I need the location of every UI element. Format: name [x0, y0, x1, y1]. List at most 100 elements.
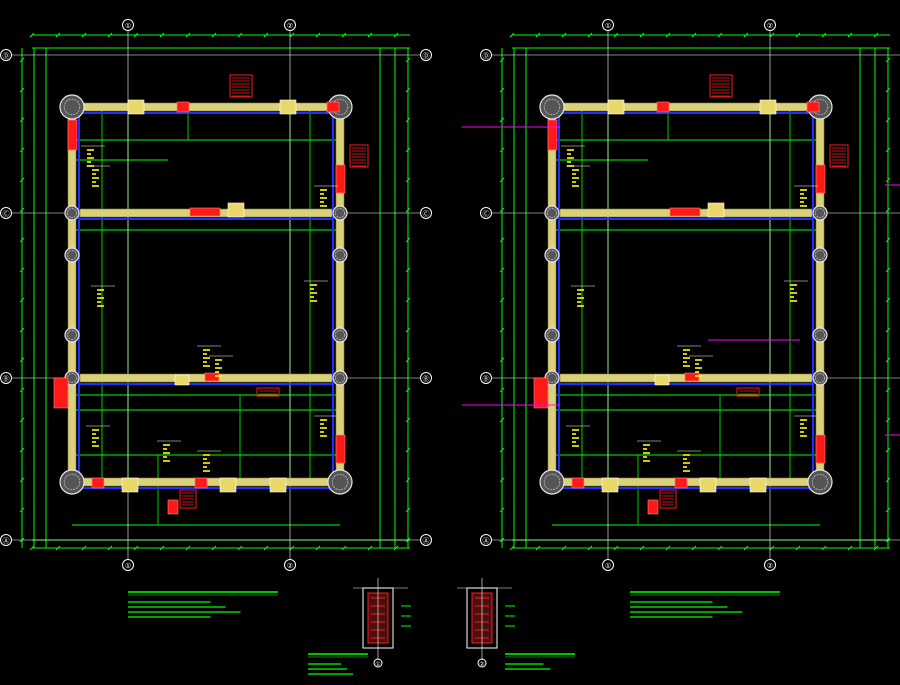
corner-column-0 [539, 94, 565, 120]
dimension-tick [499, 207, 505, 213]
red-element-1 [533, 377, 549, 409]
dimension-tick [405, 477, 411, 483]
red-element-8 [91, 477, 105, 489]
grid-bubble-left-2-label: Ⓑ [3, 375, 10, 383]
grid-bubble-bottom-2-icon [764, 559, 776, 571]
red-element-3 [335, 434, 346, 464]
wall-column-6-inner [815, 330, 825, 340]
dimension-tick [499, 447, 505, 453]
dimension-tick [29, 545, 35, 551]
dimension-tick [499, 267, 505, 273]
red-element-10 [167, 499, 179, 515]
dimension-tick [19, 387, 25, 393]
dimension-tick [613, 545, 619, 551]
dimension-tick [885, 477, 891, 483]
dimension-tick [237, 545, 243, 551]
dimension-tick [885, 237, 891, 243]
wall-vertical [547, 106, 557, 483]
grid-bubble-top-2-label: ② [287, 22, 293, 30]
grid-bubble-left-1-icon [0, 207, 12, 219]
dimension-tick [639, 545, 645, 551]
dimension-tick [587, 545, 593, 551]
dimension-tick [19, 297, 25, 303]
dimension-tick [405, 237, 411, 243]
dimension-tick [885, 297, 891, 303]
dimension-tick [393, 545, 399, 551]
grid-bubble-left-1-icon [480, 207, 492, 219]
wall-column-1-inner [67, 250, 77, 260]
corner-column-2-inner [63, 473, 81, 491]
dimension-tick [29, 32, 35, 38]
dimension-tick [769, 32, 775, 38]
dimension-tick [535, 32, 541, 38]
yellow-block-1 [279, 99, 297, 115]
dimension-tick [393, 32, 399, 38]
dimension-tick [499, 507, 505, 513]
wall-column-4-inner [335, 208, 345, 218]
wall-column-5-inner [815, 250, 825, 260]
dimension-tick [885, 327, 891, 333]
yellow-block-4 [121, 477, 139, 493]
dimension-tick [499, 57, 505, 63]
dimension-tick [499, 327, 505, 333]
dimension-tick [873, 545, 879, 551]
dimension-tick [263, 545, 269, 551]
grid-bubble-left-0-icon [0, 49, 12, 61]
detail-a-bubble-icon [373, 658, 383, 668]
dimension-tick [405, 267, 411, 273]
grid-bubble-right-3-label: Ⓐ [423, 537, 430, 545]
yellow-block-5 [219, 477, 237, 493]
corner-column-3 [327, 469, 353, 495]
yellow-block-2 [707, 202, 725, 218]
dimension-tick [159, 32, 165, 38]
dimension-tick [341, 32, 347, 38]
grid-bubble-right-1-icon [420, 207, 432, 219]
dimension-tick [509, 32, 515, 38]
dimension-tick [885, 117, 891, 123]
red-tag-2 [179, 489, 197, 509]
dimension-tick [405, 417, 411, 423]
dimension-tick [691, 32, 697, 38]
yellow-block-2 [227, 202, 245, 218]
red-element-5 [806, 101, 820, 113]
grid-bubble-bottom-2-label: ② [767, 562, 773, 570]
red-element-2 [815, 164, 826, 194]
red-element-0 [67, 119, 78, 151]
grid-bubble-left-1-label: Ⓒ [3, 210, 10, 218]
detail-b-bubble-icon [477, 658, 487, 668]
dimension-tick [795, 545, 801, 551]
dimension-tick [237, 32, 243, 38]
red-element-0 [547, 119, 558, 151]
corner-column-2 [59, 469, 85, 495]
yellow-block-1 [759, 99, 777, 115]
dimension-tick [55, 545, 61, 551]
grid-bubble-top-2-icon [284, 19, 296, 31]
red-element-6 [669, 207, 701, 217]
yellow-block-5 [699, 477, 717, 493]
red-element-6 [189, 207, 221, 217]
dimension-tick [19, 87, 25, 93]
dimension-tick [499, 117, 505, 123]
dimension-tick [19, 327, 25, 333]
wall-column-0-inner [547, 208, 557, 218]
dimension-tick [885, 387, 891, 393]
dimension-tick [405, 147, 411, 153]
dimension-tick [499, 387, 505, 393]
dimension-tick [587, 32, 593, 38]
dimension-tick [885, 57, 891, 63]
dimension-tick [19, 357, 25, 363]
red-element-9 [674, 477, 688, 489]
dimension-tick [81, 545, 87, 551]
dimension-tick [499, 237, 505, 243]
dimension-tick [263, 32, 269, 38]
dimension-tick [107, 545, 113, 551]
red-element-4 [656, 101, 670, 113]
grid-bubble-left-1-label: Ⓒ [483, 210, 490, 218]
dimension-tick [341, 545, 347, 551]
dimension-tick [885, 87, 891, 93]
dimension-tick [107, 32, 113, 38]
dimension-tick [315, 32, 321, 38]
grid-bubble-right-2-label: Ⓑ [423, 375, 430, 383]
dimension-tick [19, 507, 25, 513]
